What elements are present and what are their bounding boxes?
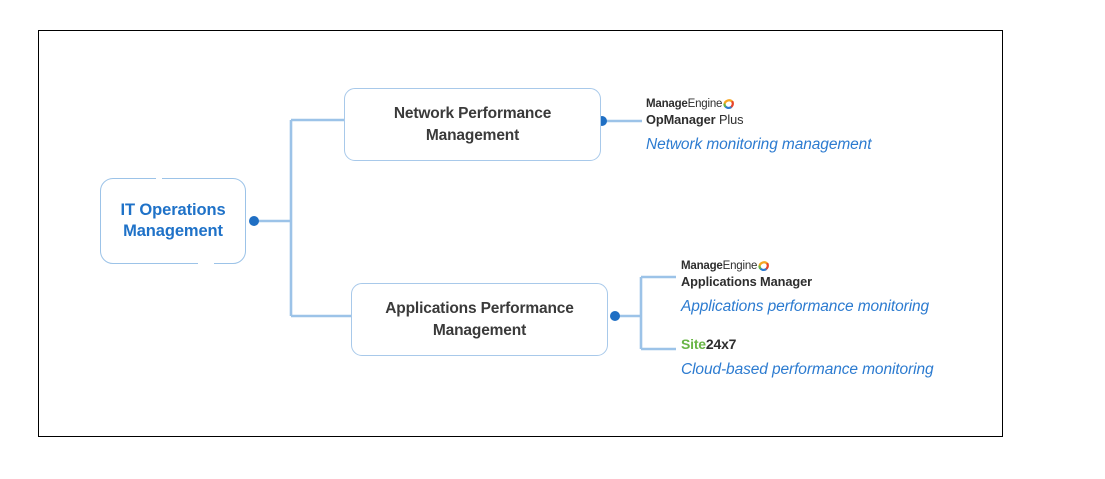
- brand-bold: Manage: [681, 260, 723, 272]
- apm-label-line2: Management: [432, 321, 527, 339]
- site24x7-dark: 24x7: [705, 336, 737, 352]
- site24x7-wordmark: Site24x7: [681, 336, 934, 353]
- root-label-line1: IT Operations: [120, 201, 226, 219]
- apm-label-line1: Applications Performance: [385, 299, 574, 317]
- leaf-applications-manager[interactable]: ManageEngine Applications Manager Applic…: [681, 258, 929, 316]
- root-border-gap-bottom: [198, 259, 214, 267]
- node-it-operations-management[interactable]: IT Operations Management: [100, 178, 246, 264]
- caption-cloud-based-performance: Cloud-based performance monitoring: [681, 361, 934, 378]
- brand-bold: Manage: [646, 98, 688, 110]
- manageengine-swoosh-icon: [758, 260, 770, 271]
- caption-applications-performance: Applications performance monitoring: [681, 298, 930, 315]
- npm-label-line1: Network Performance: [393, 104, 552, 122]
- brand-light: Engine: [687, 98, 723, 110]
- brand-light: Engine: [722, 260, 758, 272]
- npm-label-line2: Management: [425, 126, 520, 144]
- product-strong: Applications Manager: [681, 274, 812, 289]
- leaf-site24x7[interactable]: Site24x7 Cloud-based performance monitor…: [681, 336, 934, 379]
- site24x7-green: Site: [681, 336, 706, 352]
- leaf-opmanager-plus[interactable]: ManageEngine OpManager Plus Network moni…: [646, 96, 872, 154]
- product-light: Plus: [718, 112, 744, 127]
- manageengine-swoosh-icon: [723, 98, 735, 109]
- product-strong: OpManager: [646, 112, 716, 127]
- root-border-gap-top: [156, 176, 162, 182]
- manageengine-wordmark: ManageEngine: [681, 258, 929, 273]
- manageengine-wordmark: ManageEngine: [646, 96, 871, 111]
- caption-network-monitoring: Network monitoring management: [646, 136, 872, 153]
- node-applications-performance-management[interactable]: Applications Performance Management: [351, 283, 608, 356]
- root-label-line2: Management: [123, 222, 223, 240]
- product-name-applications-manager: Applications Manager: [681, 274, 929, 290]
- node-network-performance-management[interactable]: Network Performance Management: [344, 88, 601, 161]
- product-name-opmanager-plus: OpManager Plus: [646, 112, 871, 128]
